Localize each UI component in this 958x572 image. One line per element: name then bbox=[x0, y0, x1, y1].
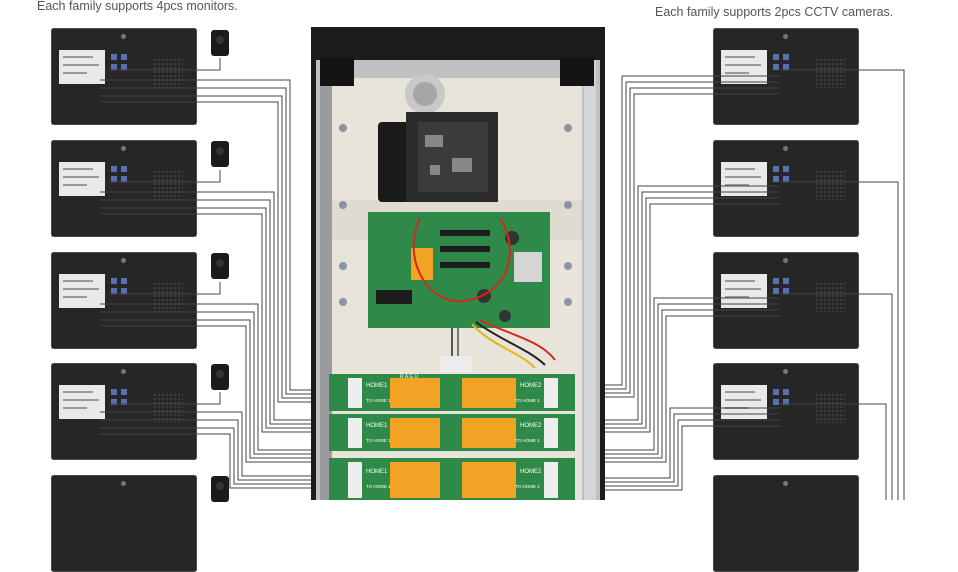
indoor-monitor bbox=[713, 252, 859, 349]
wiring-diagram: R A G U HOME1 TO HOME 1 HOME2 TO HOME 2 … bbox=[100, 27, 905, 500]
cctv-camera-icon bbox=[211, 364, 229, 390]
indoor-monitor bbox=[713, 140, 859, 237]
to-home2-label: TO HOME 2 bbox=[515, 438, 540, 443]
board-brand: R A G U bbox=[400, 374, 418, 380]
right-wires bbox=[574, 69, 905, 500]
relay-board-3 bbox=[329, 458, 575, 500]
caption-right: Each family supports 2pcs CCTV cameras. bbox=[655, 5, 894, 19]
home1-label: HOME1 bbox=[366, 423, 388, 429]
caption-left: Each family supports 4pcs monitors. bbox=[37, 0, 238, 13]
to-home2-label: TO HOME 2 bbox=[515, 484, 540, 489]
cctv-camera-icon bbox=[211, 253, 229, 279]
cctv-camera-icon bbox=[211, 30, 229, 56]
home2-label: HOME2 bbox=[520, 383, 542, 389]
indoor-monitor bbox=[51, 140, 197, 237]
home1-label: HOME1 bbox=[366, 383, 388, 389]
relay-board-1 bbox=[329, 374, 575, 411]
to-home2-label: TO HOME 2 bbox=[515, 398, 540, 403]
cctv-camera-icon bbox=[211, 476, 229, 502]
indoor-monitor bbox=[713, 363, 859, 460]
home1-label: HOME1 bbox=[366, 469, 388, 475]
screw-icons bbox=[339, 124, 572, 306]
home2-label: HOME2 bbox=[520, 469, 542, 475]
indoor-monitor bbox=[51, 252, 197, 349]
home2-label: HOME2 bbox=[520, 423, 542, 429]
to-home1-label: TO HOME 1 bbox=[366, 484, 391, 489]
left-wires bbox=[100, 58, 332, 489]
cctv-camera-icon bbox=[211, 141, 229, 167]
to-home1-label: TO HOME 1 bbox=[366, 438, 391, 443]
indoor-monitor bbox=[51, 28, 197, 125]
to-home1-label: TO HOME 1 bbox=[366, 398, 391, 403]
relay-board-2 bbox=[329, 414, 575, 451]
